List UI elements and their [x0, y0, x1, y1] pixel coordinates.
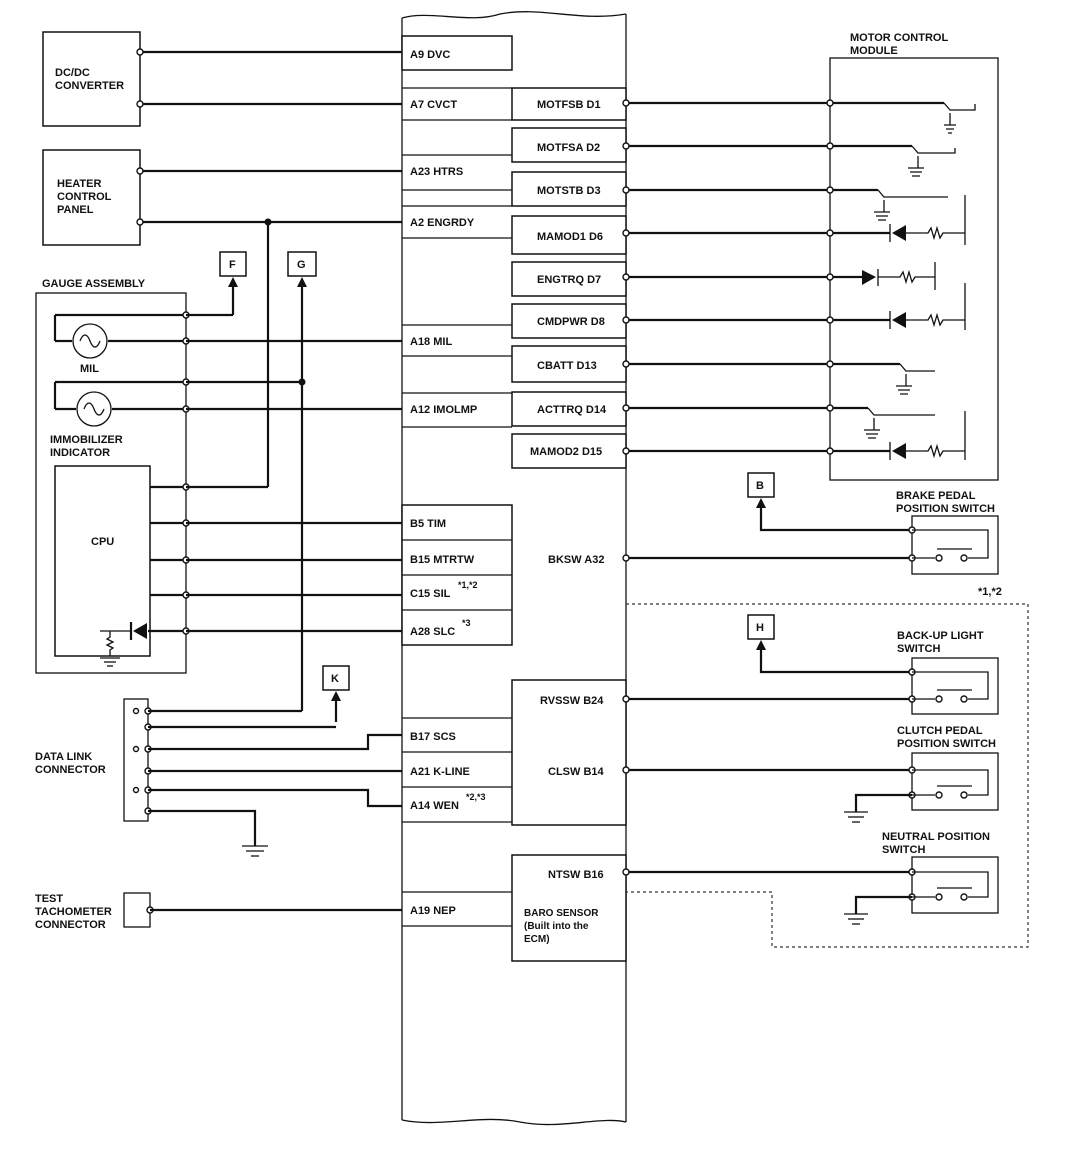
connector-b-label: B: [756, 480, 764, 492]
mil-label: MIL: [80, 363, 99, 375]
baro-sensor: BARO SENSOR (Built into the ECM): [524, 908, 599, 945]
clutch-label-1: CLUTCH PEDAL: [897, 725, 983, 737]
ecm-left-pins: A9 DVC A7 CVCT A23 HTRS A2 ENGRDY A18 MI…: [410, 49, 486, 917]
pin-a28-slc: A28 SLC: [410, 626, 455, 638]
pin-a28-note: *3: [462, 618, 471, 628]
pin-mamod2-d15: MAMOD2 D15: [530, 446, 602, 458]
pin-a21-kline: A21 K-LINE: [410, 766, 470, 778]
pin-c15-note: *1,*2: [458, 580, 478, 590]
mcm-label-1: MOTOR CONTROL: [850, 32, 948, 44]
baro-sensor-line-3: ECM): [524, 934, 550, 945]
tach-label-1: TEST: [35, 893, 63, 905]
neutral-label-2: SWITCH: [882, 844, 925, 856]
brake-label-2: POSITION SWITCH: [896, 503, 995, 515]
pin-b15-mtrtw: B15 MTRTW: [410, 554, 475, 566]
clutch-pedal-switch: CLUTCH PEDAL POSITION SWITCH: [622, 725, 999, 823]
connector-g: G: [287, 251, 317, 287]
tach-label-2: TACHOMETER: [35, 906, 112, 918]
dcdc-converter: DC/DC CONVERTER: [42, 31, 402, 127]
neutral-label-1: NEUTRAL POSITION: [882, 831, 990, 843]
backup-label-2: SWITCH: [897, 643, 940, 655]
pin-engtrq-d7: ENGTRQ D7: [537, 274, 601, 286]
gauge-assembly-label: GAUGE ASSEMBLY: [42, 278, 146, 290]
pin-a12-imolmp: A12 IMOLMP: [410, 404, 477, 416]
brake-label-1: BRAKE PEDAL: [896, 490, 976, 502]
data-link-connector: DATA LINK CONNECTOR: [35, 698, 402, 857]
pin-rvssw-b24: RVSSW B24: [540, 695, 604, 707]
heater-label-3: PANEL: [57, 204, 94, 216]
dcdc-label-2: CONVERTER: [55, 80, 124, 92]
connector-g-label: G: [297, 259, 306, 271]
pin-motfsa-d2: MOTFSA D2: [537, 142, 600, 154]
test-tachometer-connector: TEST TACHOMETER CONNECTOR: [35, 892, 402, 931]
dcdc-label-1: DC/DC: [55, 67, 90, 79]
heater-label-1: HEATER: [57, 178, 101, 190]
heater-label-2: CONTROL: [57, 191, 112, 203]
pin-a7-cvct: A7 CVCT: [410, 99, 457, 111]
gauge-wires: [186, 222, 402, 711]
connector-k-label: K: [331, 673, 339, 685]
connector-h: H: [747, 614, 912, 674]
pin-motstb-d3: MOTSTB D3: [537, 185, 601, 197]
pin-a14-wen: A14 WEN: [410, 800, 459, 812]
pin-bksw-a32: BKSW A32: [548, 554, 604, 566]
pin-ntsw-b16: NTSW B16: [548, 869, 604, 881]
pin-b5-tim: B5 TIM: [410, 518, 446, 530]
immobilizer-label-1: IMMOBILIZER: [50, 434, 123, 446]
ecm-right-pins: MOTFSB D1 MOTFSA D2 MOTSTB D3 MAMOD1 D6 …: [530, 99, 607, 881]
pin-a9-dvc: A9 DVC: [410, 49, 450, 61]
pin-a14-note: *2,*3: [466, 792, 486, 802]
pin-cmdpwr-d8: CMDPWR D8: [537, 316, 605, 328]
connector-f: F: [219, 251, 247, 287]
pin-a18-mil: A18 MIL: [410, 336, 452, 348]
switch-group-note: *1,*2: [978, 586, 1002, 598]
pin-mamod1-d6: MAMOD1 D6: [537, 231, 603, 243]
gauge-assembly: GAUGE ASSEMBLY MIL IMMOBILIZER INDICATOR…: [35, 278, 190, 674]
dlc-label-2: CONNECTOR: [35, 764, 106, 776]
pin-a2-engrdy: A2 ENGRDY: [410, 217, 475, 229]
pin-a19-nep: A19 NEP: [410, 905, 456, 917]
pin-b17-scs: B17 SCS: [410, 731, 456, 743]
backup-light-switch: BACK-UP LIGHT SWITCH: [622, 630, 999, 715]
connector-k: K: [322, 665, 350, 722]
pin-c15-sil: C15 SIL: [410, 588, 451, 600]
tach-label-3: CONNECTOR: [35, 919, 106, 931]
baro-sensor-line-1: BARO SENSOR: [524, 908, 599, 919]
pin-acttrq-d14: ACTTRQ D14: [537, 404, 607, 416]
neutral-position-switch: NEUTRAL POSITION SWITCH: [622, 831, 999, 925]
heater-control-panel: HEATER CONTROL PANEL: [42, 149, 402, 246]
switch-group-dashed: *1,*2: [626, 586, 1029, 948]
brake-pedal-switch: BRAKE PEDAL POSITION SWITCH: [622, 490, 999, 575]
ecm-unit: [401, 11, 627, 1126]
baro-sensor-line-2: (Built into the: [524, 921, 589, 932]
cpu-label: CPU: [91, 536, 114, 548]
backup-label-1: BACK-UP LIGHT: [897, 630, 984, 642]
dlc-label-1: DATA LINK: [35, 751, 92, 763]
pin-clsw-b14: CLSW B14: [548, 766, 605, 778]
connector-b: B: [747, 472, 912, 532]
pin-motfsb-d1: MOTFSB D1: [537, 99, 601, 111]
connector-f-label: F: [229, 259, 236, 271]
mcm-label-2: MODULE: [850, 45, 898, 57]
pin-a23-htrs: A23 HTRS: [410, 166, 463, 178]
immobilizer-label-2: INDICATOR: [50, 447, 110, 459]
connector-h-label: H: [756, 622, 764, 634]
motor-control-module: MOTOR CONTROL MODULE: [622, 32, 999, 481]
clutch-label-2: POSITION SWITCH: [897, 738, 996, 750]
pin-cbatt-d13: CBATT D13: [537, 360, 597, 372]
